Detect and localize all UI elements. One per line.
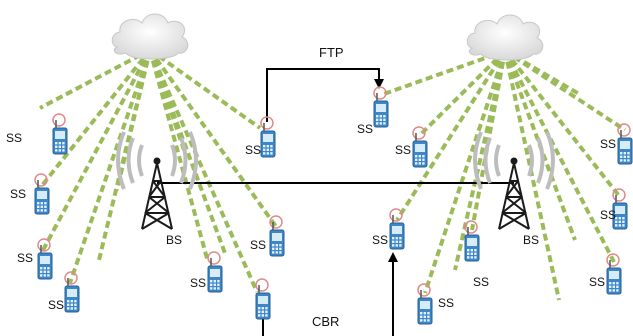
wireless-link bbox=[40, 49, 152, 253]
ss-label: SS bbox=[600, 208, 616, 222]
ss-label: SS bbox=[17, 251, 33, 265]
mobile-phone-icon bbox=[255, 278, 271, 320]
mobile-phone-icon bbox=[417, 283, 433, 325]
subscriber-stations bbox=[34, 86, 633, 325]
ss-label: SS bbox=[600, 137, 616, 151]
wireless-link bbox=[148, 48, 279, 230]
wireless-link bbox=[39, 48, 151, 110]
ftp-flow-arrow bbox=[266, 68, 384, 122]
ss-label: SS bbox=[372, 233, 388, 247]
mobile-phone-icon bbox=[412, 126, 428, 168]
wireless-link bbox=[503, 49, 627, 132]
mobile-phone-icon bbox=[37, 238, 53, 280]
wireless-link bbox=[148, 49, 259, 293]
ss-labels: SS SS SS SS SS SS SS SS SS SS SS SS SS SS SS bbox=[6, 122, 616, 312]
wireless-link bbox=[148, 49, 228, 257]
mobile-phone-icon bbox=[34, 173, 50, 215]
wireless-link bbox=[453, 50, 507, 271]
mobile-phone-icon bbox=[617, 123, 633, 165]
ss-label: SS bbox=[473, 275, 489, 289]
ss-label: SS bbox=[245, 143, 261, 157]
cbr-label: CBR bbox=[312, 314, 339, 329]
ss-label: SS bbox=[589, 275, 605, 289]
signal-wave-icon bbox=[473, 131, 555, 190]
mobile-phone-icon bbox=[269, 215, 285, 257]
base-station-tower-icon bbox=[141, 157, 173, 230]
cloud-icon bbox=[111, 13, 189, 60]
cloud-icon bbox=[466, 14, 544, 61]
ftp-label: FTP bbox=[319, 45, 344, 60]
wires bbox=[157, 68, 514, 336]
mobile-phone-icon bbox=[612, 188, 628, 230]
wireless-link bbox=[503, 50, 616, 263]
wireless-link bbox=[148, 48, 262, 130]
mobile-phone-icon bbox=[52, 113, 68, 155]
ss-label: SS bbox=[190, 276, 206, 290]
ss-label: SS bbox=[250, 238, 266, 252]
wireless-link bbox=[148, 49, 186, 151]
signal-wave-icon bbox=[116, 131, 198, 190]
wireless-link bbox=[418, 49, 507, 137]
wireless-link bbox=[423, 50, 507, 294]
wireless-link bbox=[97, 49, 152, 261]
mobile-phone-icon bbox=[606, 253, 622, 295]
mobile-phone-icon bbox=[260, 116, 276, 158]
mobile-phone-icon bbox=[373, 86, 389, 128]
wireless-link bbox=[503, 49, 622, 199]
mobile-phone-icon bbox=[207, 251, 223, 293]
ss-label: SS bbox=[48, 298, 64, 312]
mobile-phone-icon bbox=[464, 220, 480, 262]
mobile-phone-icon bbox=[64, 271, 80, 313]
links-left bbox=[38, 48, 279, 293]
wireless-link bbox=[503, 50, 561, 301]
mobile-phone-icon bbox=[389, 208, 405, 250]
bs-label: BS bbox=[523, 233, 539, 247]
ss-label: SS bbox=[6, 131, 22, 145]
ss-label: SS bbox=[357, 122, 373, 136]
wireless-link bbox=[395, 49, 507, 222]
ss-label: SS bbox=[395, 143, 411, 157]
wireless-link bbox=[68, 49, 152, 284]
ss-label: SS bbox=[438, 296, 454, 310]
links-right bbox=[380, 49, 627, 301]
wireless-link bbox=[38, 48, 152, 190]
wireless-link bbox=[148, 49, 210, 263]
bs-label: BS bbox=[166, 233, 182, 247]
ss-label: SS bbox=[10, 187, 26, 201]
base-station-tower-icon bbox=[498, 157, 530, 230]
